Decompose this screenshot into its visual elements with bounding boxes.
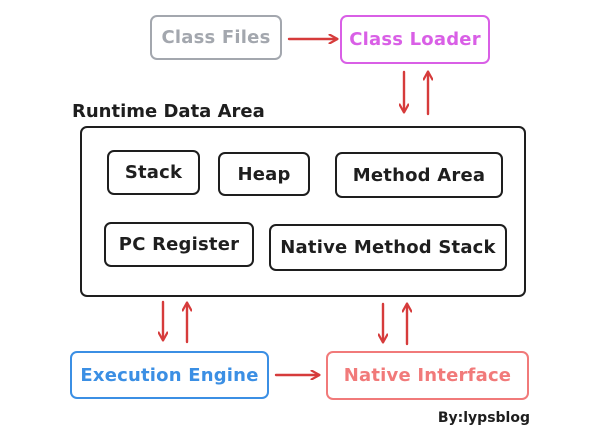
native-interface-box: Native Interface — [326, 351, 529, 400]
stack-box: Stack — [107, 150, 200, 195]
execution-engine-box: Execution Engine — [70, 351, 269, 399]
native-method-stack-box: Native Method Stack — [269, 224, 507, 271]
heap-box: Heap — [218, 152, 310, 196]
class-loader-box: Class Loader — [340, 15, 490, 64]
class-files-box: Class Files — [150, 15, 282, 60]
author-credit: By:lypsblog — [437, 410, 530, 426]
runtime-data-area-title: Runtime Data Area — [72, 101, 265, 122]
pc-register-box: PC Register — [104, 222, 254, 267]
runtime-data-area-frame — [80, 126, 526, 297]
method-area-box: Method Area — [335, 152, 503, 198]
